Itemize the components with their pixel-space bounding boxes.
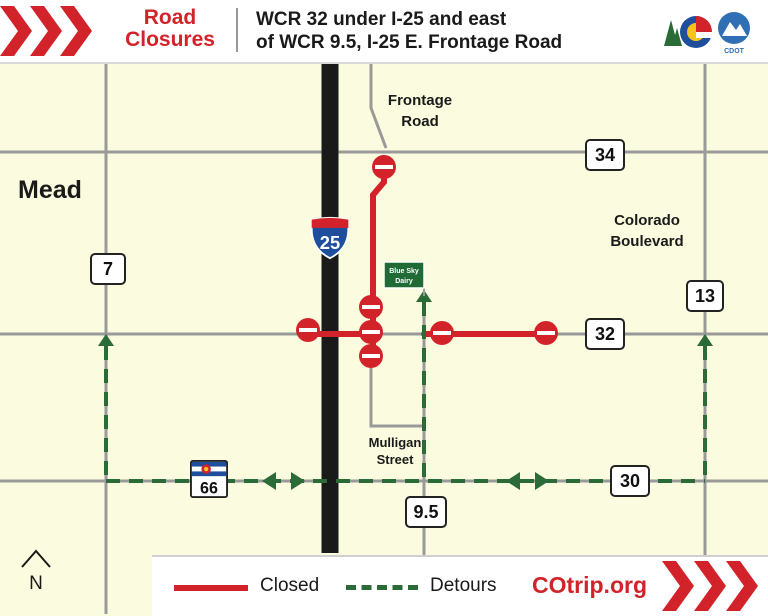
chevron-right-icon xyxy=(662,561,758,611)
do-not-enter-icon xyxy=(534,321,558,345)
route-shield-32: 32 xyxy=(585,318,625,350)
route-shield-30: 30 xyxy=(610,465,650,497)
town-label: Mead xyxy=(18,176,82,204)
closure-symbols xyxy=(296,155,558,368)
interstate-shield: 25 xyxy=(310,216,350,260)
route-shield-13: 13 xyxy=(686,280,724,312)
interstate-shield-label: 25 xyxy=(320,232,340,253)
chevron-right-icon xyxy=(0,6,92,56)
cdot-logo-text: CDOT xyxy=(724,48,745,55)
street-label-mulligan-street: Mulligan Street xyxy=(352,434,438,468)
colorado-c-logo xyxy=(664,16,714,48)
do-not-enter-icon xyxy=(372,155,396,179)
detour-arrow-icon xyxy=(697,334,713,346)
north-arrow-label: N xyxy=(29,573,43,594)
road-frontage xyxy=(369,62,388,149)
do-not-enter-icon xyxy=(430,321,454,345)
detour-arrow-icon xyxy=(262,472,276,490)
street-label-line: Mulligan xyxy=(368,435,422,450)
north-arrow-icon: N xyxy=(21,549,51,594)
header-description-line1: WCR 32 under I-25 and east xyxy=(256,9,507,30)
route-shield-34: 34 xyxy=(585,139,625,171)
do-not-enter-icon xyxy=(359,320,383,344)
detour-arrows xyxy=(98,290,713,490)
do-not-enter-icon xyxy=(296,318,320,342)
website-label: COtrip.org xyxy=(532,572,647,598)
street-label-frontage-road: Frontage Road xyxy=(370,90,470,132)
do-not-enter-icon xyxy=(359,295,383,319)
landmark-sign: Blue Sky Dairy xyxy=(383,261,425,296)
detour-arrow-icon xyxy=(535,472,549,490)
detour-arrow-icon xyxy=(506,472,520,490)
route-shield-7: 7 xyxy=(90,253,126,285)
street-label-colorado-boulevard: Colorado Boulevard xyxy=(592,210,702,252)
legend-detour-swatch xyxy=(346,585,418,590)
detour-arrow-icon xyxy=(291,472,305,490)
legend-bar: Closed Detours COtrip.org xyxy=(152,555,768,616)
legend-closed-label: Closed xyxy=(260,575,320,596)
do-not-enter-icon xyxy=(359,344,383,368)
header-title: Road Closures xyxy=(125,6,215,51)
route-shield-66-label: 66 xyxy=(200,479,218,497)
cdot-logo: CDOT xyxy=(718,12,750,55)
legend-closed-swatch xyxy=(174,585,248,591)
header-divider xyxy=(236,8,238,52)
street-label-line: Street xyxy=(376,452,414,467)
street-label-line: Colorado xyxy=(614,212,680,229)
state-highway-66-shield: 66 xyxy=(190,460,228,498)
street-label-line: Road xyxy=(401,113,439,130)
route-shield-9-5: 9.5 xyxy=(405,496,447,528)
street-label-line: Frontage xyxy=(387,92,453,109)
landmark-sign-line1: Blue Sky xyxy=(389,268,419,275)
header-description: WCR 32 under I-25 and east of WCR 9.5, I… xyxy=(256,8,646,54)
detour-arrow-icon xyxy=(98,334,114,346)
landmark-sign-line2: Dairy xyxy=(395,278,413,285)
road-mulligan xyxy=(369,368,424,428)
header-description-line2: of WCR 9.5, I-25 E. Frontage Road xyxy=(256,32,563,53)
header-bar: Road Closures WCR 32 under I-25 and east… xyxy=(0,0,768,64)
legend-detours-label: Detours xyxy=(430,575,497,596)
street-label-line: Boulevard xyxy=(610,233,684,250)
logo-group: CDOT xyxy=(664,12,750,55)
